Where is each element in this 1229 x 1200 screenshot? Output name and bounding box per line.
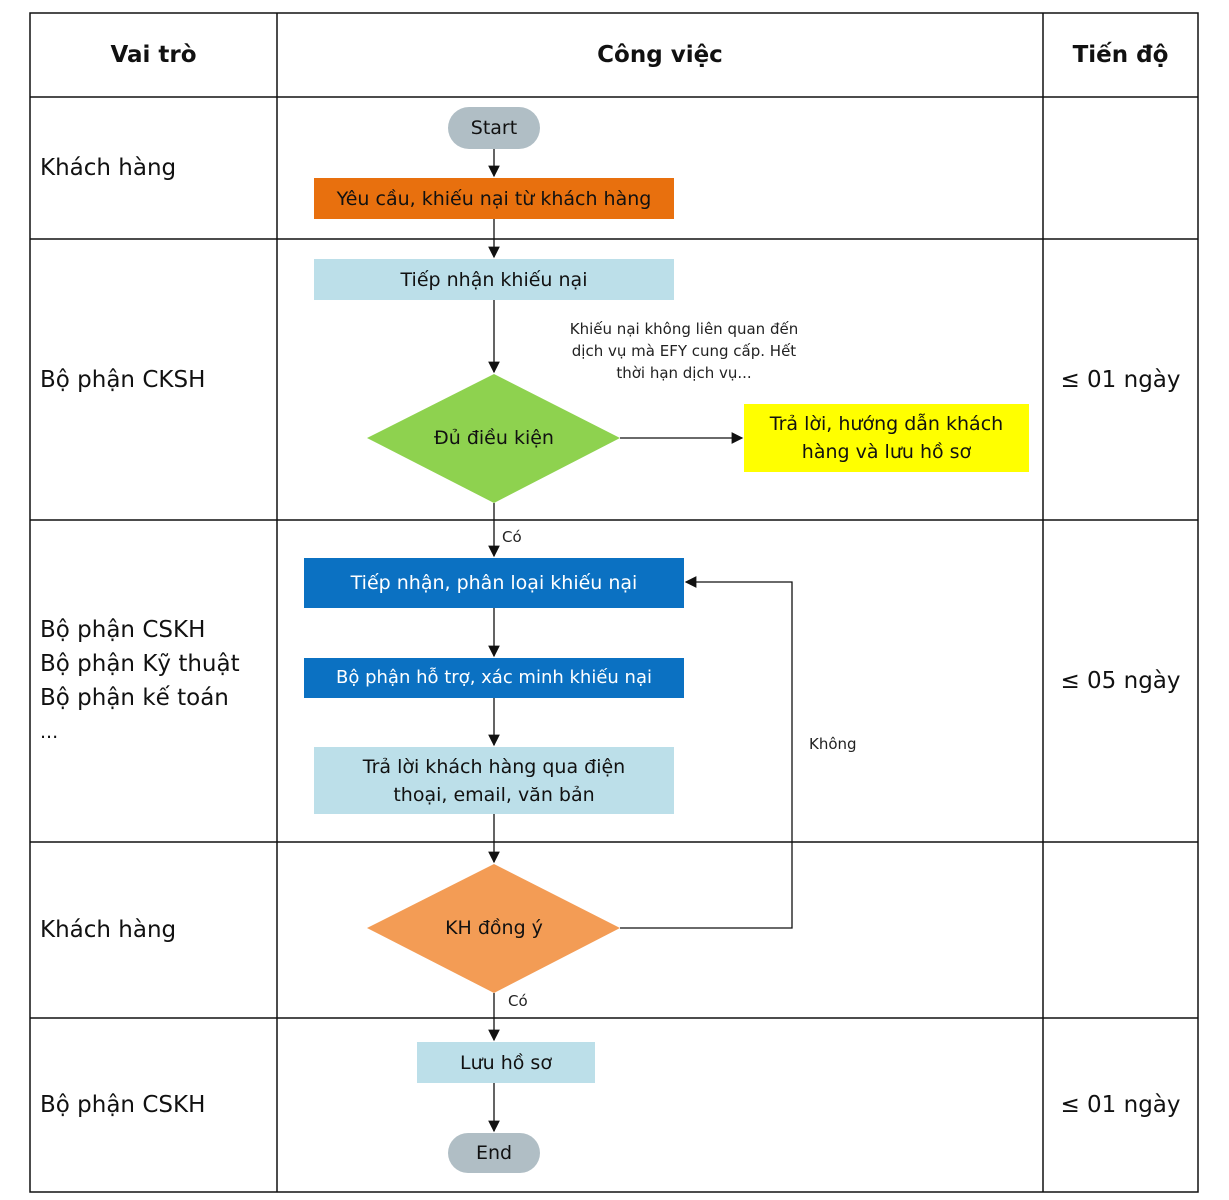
start-node: Start <box>448 107 540 149</box>
role-label: Bộ phận Kỹ thuật <box>40 651 240 677</box>
progress-value: ≤ 01 ngày <box>1060 366 1181 393</box>
table-border <box>29 12 1199 1193</box>
archive-box: Lưu hồ sơ <box>417 1042 595 1083</box>
progress-value: ≤ 05 ngày <box>1060 668 1181 694</box>
progress-value <box>1043 97 1198 239</box>
role-label: Bộ phận CKSH <box>40 366 206 393</box>
request-box: Yêu cầu, khiếu nại từ khách hàng <box>314 178 674 219</box>
role-label: Bộ phận CSKH <box>40 617 206 643</box>
header-task: Công việc <box>597 42 723 68</box>
receive-box: Tiếp nhận khiếu nại <box>314 259 674 300</box>
edge-label-yes: Có <box>502 528 522 546</box>
role-label: Khách hàng <box>40 917 177 943</box>
role-cell: Bộ phận CSKH <box>30 1018 277 1192</box>
role-cell: Khách hàng <box>30 842 277 1018</box>
role-cell: Khách hàng <box>30 97 277 239</box>
header-role: Vai trò <box>110 42 197 68</box>
edge-label-no: Không <box>809 735 857 753</box>
role-label: Bộ phận CSKH <box>40 1092 206 1118</box>
agree-label: KH đồng ý <box>445 917 543 939</box>
support-box: Bộ phận hỗ trợ, xác minh khiếu nại <box>304 658 684 698</box>
ineligible-note: Khiếu nại không liên quan đến dịch vụ mà… <box>569 320 799 382</box>
role-cell: Bộ phận CSKH Bộ phận Kỹ thuật Bộ phận kế… <box>30 520 277 842</box>
agree-decision <box>367 864 620 993</box>
end-node: End <box>448 1133 540 1173</box>
progress-value <box>1043 842 1198 1018</box>
edge-label-yes: Có <box>508 992 528 1010</box>
role-label: Khách hàng <box>40 155 177 181</box>
role-cell: Bộ phận CKSH <box>30 239 277 520</box>
classify-box: Tiếp nhận, phân loại khiếu nại <box>304 558 684 608</box>
role-label: Bộ phận kế toán <box>40 685 229 711</box>
role-label: ... <box>40 721 59 743</box>
eligible-label: Đủ điều kiện <box>434 427 554 449</box>
arrow-agree-no-loop <box>620 576 793 929</box>
reply-box: Trả lời khách hàng qua điện thoại, email… <box>314 747 674 814</box>
eligible-decision <box>367 374 620 503</box>
progress-value: ≤ 01 ngày <box>1060 1092 1181 1118</box>
header-progress: Tiến độ <box>1072 42 1169 68</box>
answer-guide-box: Trả lời, hướng dẫn khách hàng và lưu hồ … <box>744 404 1029 472</box>
